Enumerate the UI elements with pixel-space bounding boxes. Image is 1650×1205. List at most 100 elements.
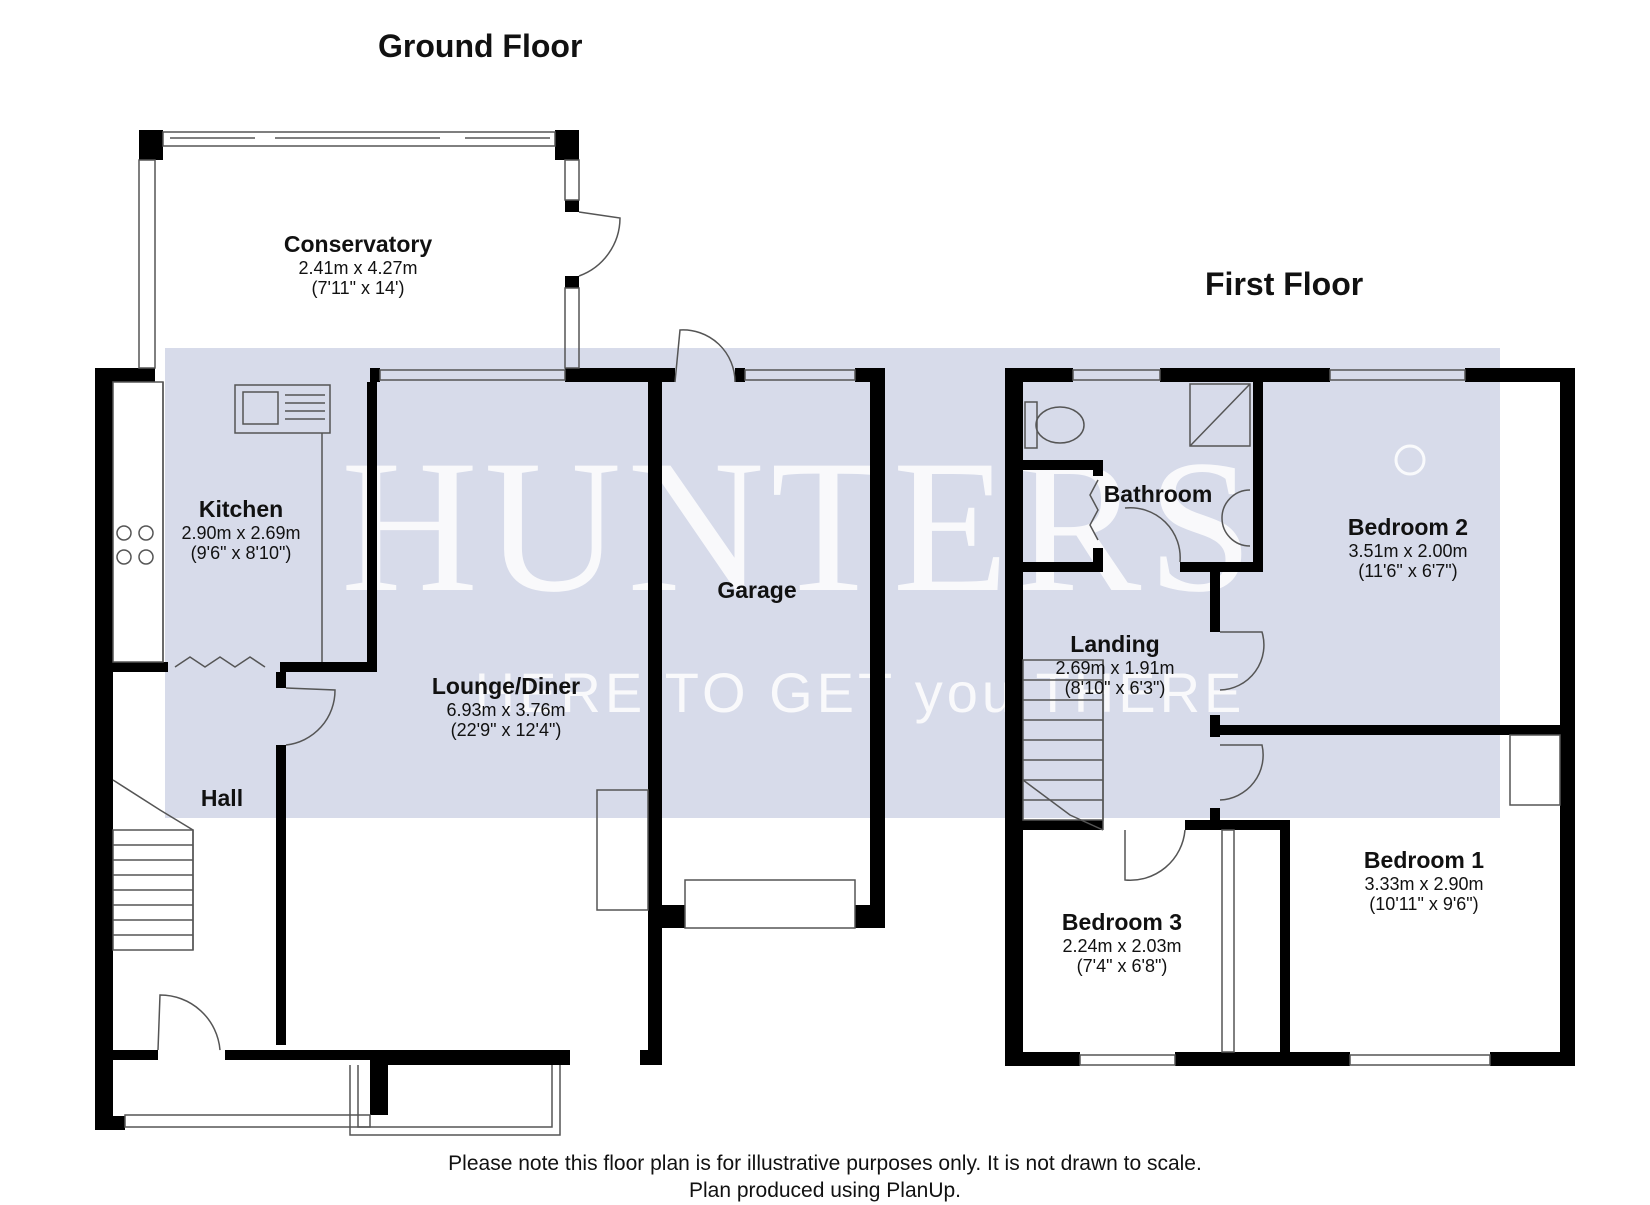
watermark-lettering: HUNTERS HERE TO GET you THERE xyxy=(341,422,1426,724)
room-name: Bedroom 1 xyxy=(1363,847,1485,873)
wall xyxy=(1210,808,1220,830)
toilet-bowl xyxy=(1035,406,1085,444)
wall xyxy=(1005,1052,1080,1066)
room-dimension-imperial: (22'9" x 12'4") xyxy=(450,719,562,740)
room-dimension-imperial: (10'11" x 9'6") xyxy=(1369,893,1479,914)
wall xyxy=(370,1050,388,1115)
sink-bowl xyxy=(242,391,279,425)
ground-floor-title: Ground Floor xyxy=(378,28,583,64)
wall xyxy=(1160,368,1330,382)
wall xyxy=(1210,572,1220,632)
first-floor-fittings xyxy=(1022,369,1561,1066)
window xyxy=(1079,1054,1176,1066)
room-label-lounge-diner: Lounge/Diner 6.93m x 3.76m (22'9" x 12'4… xyxy=(432,673,580,740)
wall xyxy=(1005,368,1023,1066)
room-dimension-metric: 3.51m x 2.00m xyxy=(1348,540,1468,561)
hob-ring xyxy=(116,549,132,565)
room-label-bathroom: Bathroom xyxy=(1103,481,1213,508)
room-dimension-metric: 2.69m x 1.91m xyxy=(1055,657,1175,678)
wall xyxy=(1253,382,1263,572)
window xyxy=(1349,1054,1491,1066)
room-label-conservatory: Conservatory 2.41m x 4.27m (7'11" x 14') xyxy=(284,231,432,298)
room-dimension-imperial: (7'4" x 6'8") xyxy=(1076,955,1168,976)
first-floor-title: First Floor xyxy=(1205,266,1364,302)
room-dimension-metric: 6.93m x 3.76m xyxy=(446,699,566,720)
bifold-door xyxy=(174,656,266,668)
ground-floor-fittings xyxy=(112,131,856,1136)
wall xyxy=(276,745,286,1045)
window xyxy=(744,369,856,381)
window xyxy=(162,131,556,147)
wall xyxy=(855,905,885,928)
hob-ring xyxy=(116,525,132,541)
room-label-hall: Hall xyxy=(201,785,243,812)
first-floor-plan xyxy=(1005,368,1575,1066)
wall xyxy=(1023,460,1103,470)
door-swing xyxy=(578,211,621,277)
room-dimension-metric: 2.41m x 4.27m xyxy=(298,257,418,278)
disclaimer: Please note this floor plan is for illus… xyxy=(0,1150,1650,1205)
conservatory-corner xyxy=(555,130,579,160)
bay-window xyxy=(349,1065,561,1136)
room-name: Landing xyxy=(1070,631,1160,657)
door-swing xyxy=(1124,506,1181,563)
wall xyxy=(276,672,286,688)
credit-line: Plan produced using PlanUp. xyxy=(688,1179,961,1203)
room-name: Bedroom 2 xyxy=(1347,514,1469,540)
wardrobe xyxy=(1221,829,1235,1053)
window xyxy=(379,369,566,381)
wall xyxy=(95,368,113,1130)
window xyxy=(1072,369,1161,381)
wall xyxy=(648,368,662,1065)
room-label-garage: Garage xyxy=(717,577,797,604)
wall xyxy=(225,1050,370,1060)
wall xyxy=(370,1050,570,1065)
room-dimension-metric: 2.24m x 2.03m xyxy=(1062,935,1182,956)
wall xyxy=(565,368,675,382)
cupboard xyxy=(1509,734,1561,806)
wall xyxy=(1465,368,1575,382)
watermark-band xyxy=(165,348,1500,818)
conservatory-corner xyxy=(139,130,163,160)
room-dimension-imperial: (8'10" x 6'3") xyxy=(1064,677,1166,698)
wall xyxy=(367,382,377,672)
door-swing xyxy=(157,994,221,1051)
wall xyxy=(640,1050,662,1065)
basin xyxy=(1221,489,1251,547)
window xyxy=(564,159,580,201)
wall xyxy=(870,368,885,928)
room-dimension-imperial: (9'6" x 8'10") xyxy=(190,542,292,563)
window xyxy=(138,159,156,369)
worktop xyxy=(112,381,164,663)
hob-ring xyxy=(138,549,154,565)
chimney-breast xyxy=(596,789,649,911)
wall xyxy=(1175,1052,1350,1066)
watermark-brand: HUNTERS xyxy=(341,422,1259,632)
room-label-bedroom-3: Bedroom 3 2.24m x 2.03m (7'4" x 6'8") xyxy=(1062,909,1182,976)
stairs xyxy=(1022,659,1104,831)
shower-tray xyxy=(1189,383,1251,447)
room-name: Garage xyxy=(717,577,797,603)
sink xyxy=(234,384,331,434)
door-swing xyxy=(1219,744,1264,801)
wall xyxy=(1093,548,1103,572)
wall xyxy=(735,368,745,382)
wall xyxy=(1560,368,1575,1066)
wall xyxy=(370,368,380,382)
room-dimension-metric: 3.33m x 2.90m xyxy=(1364,873,1484,894)
wall xyxy=(1210,725,1575,735)
room-name: Bathroom xyxy=(1103,481,1213,507)
door-swing xyxy=(674,329,736,383)
room-label-landing: Landing 2.69m x 1.91m (8'10" x 6'3") xyxy=(1055,631,1175,698)
registered-mark xyxy=(1394,444,1426,476)
watermark-tagline: HERE TO GET you THERE xyxy=(475,661,1246,724)
door-swing xyxy=(1219,631,1265,691)
wall xyxy=(655,905,685,928)
disclaimer-line: Please note this floor plan is for illus… xyxy=(448,1152,1202,1175)
conservatory-door-post xyxy=(565,276,579,288)
wall xyxy=(1023,820,1103,830)
wall xyxy=(113,662,168,672)
conservatory-door-post xyxy=(565,200,579,212)
